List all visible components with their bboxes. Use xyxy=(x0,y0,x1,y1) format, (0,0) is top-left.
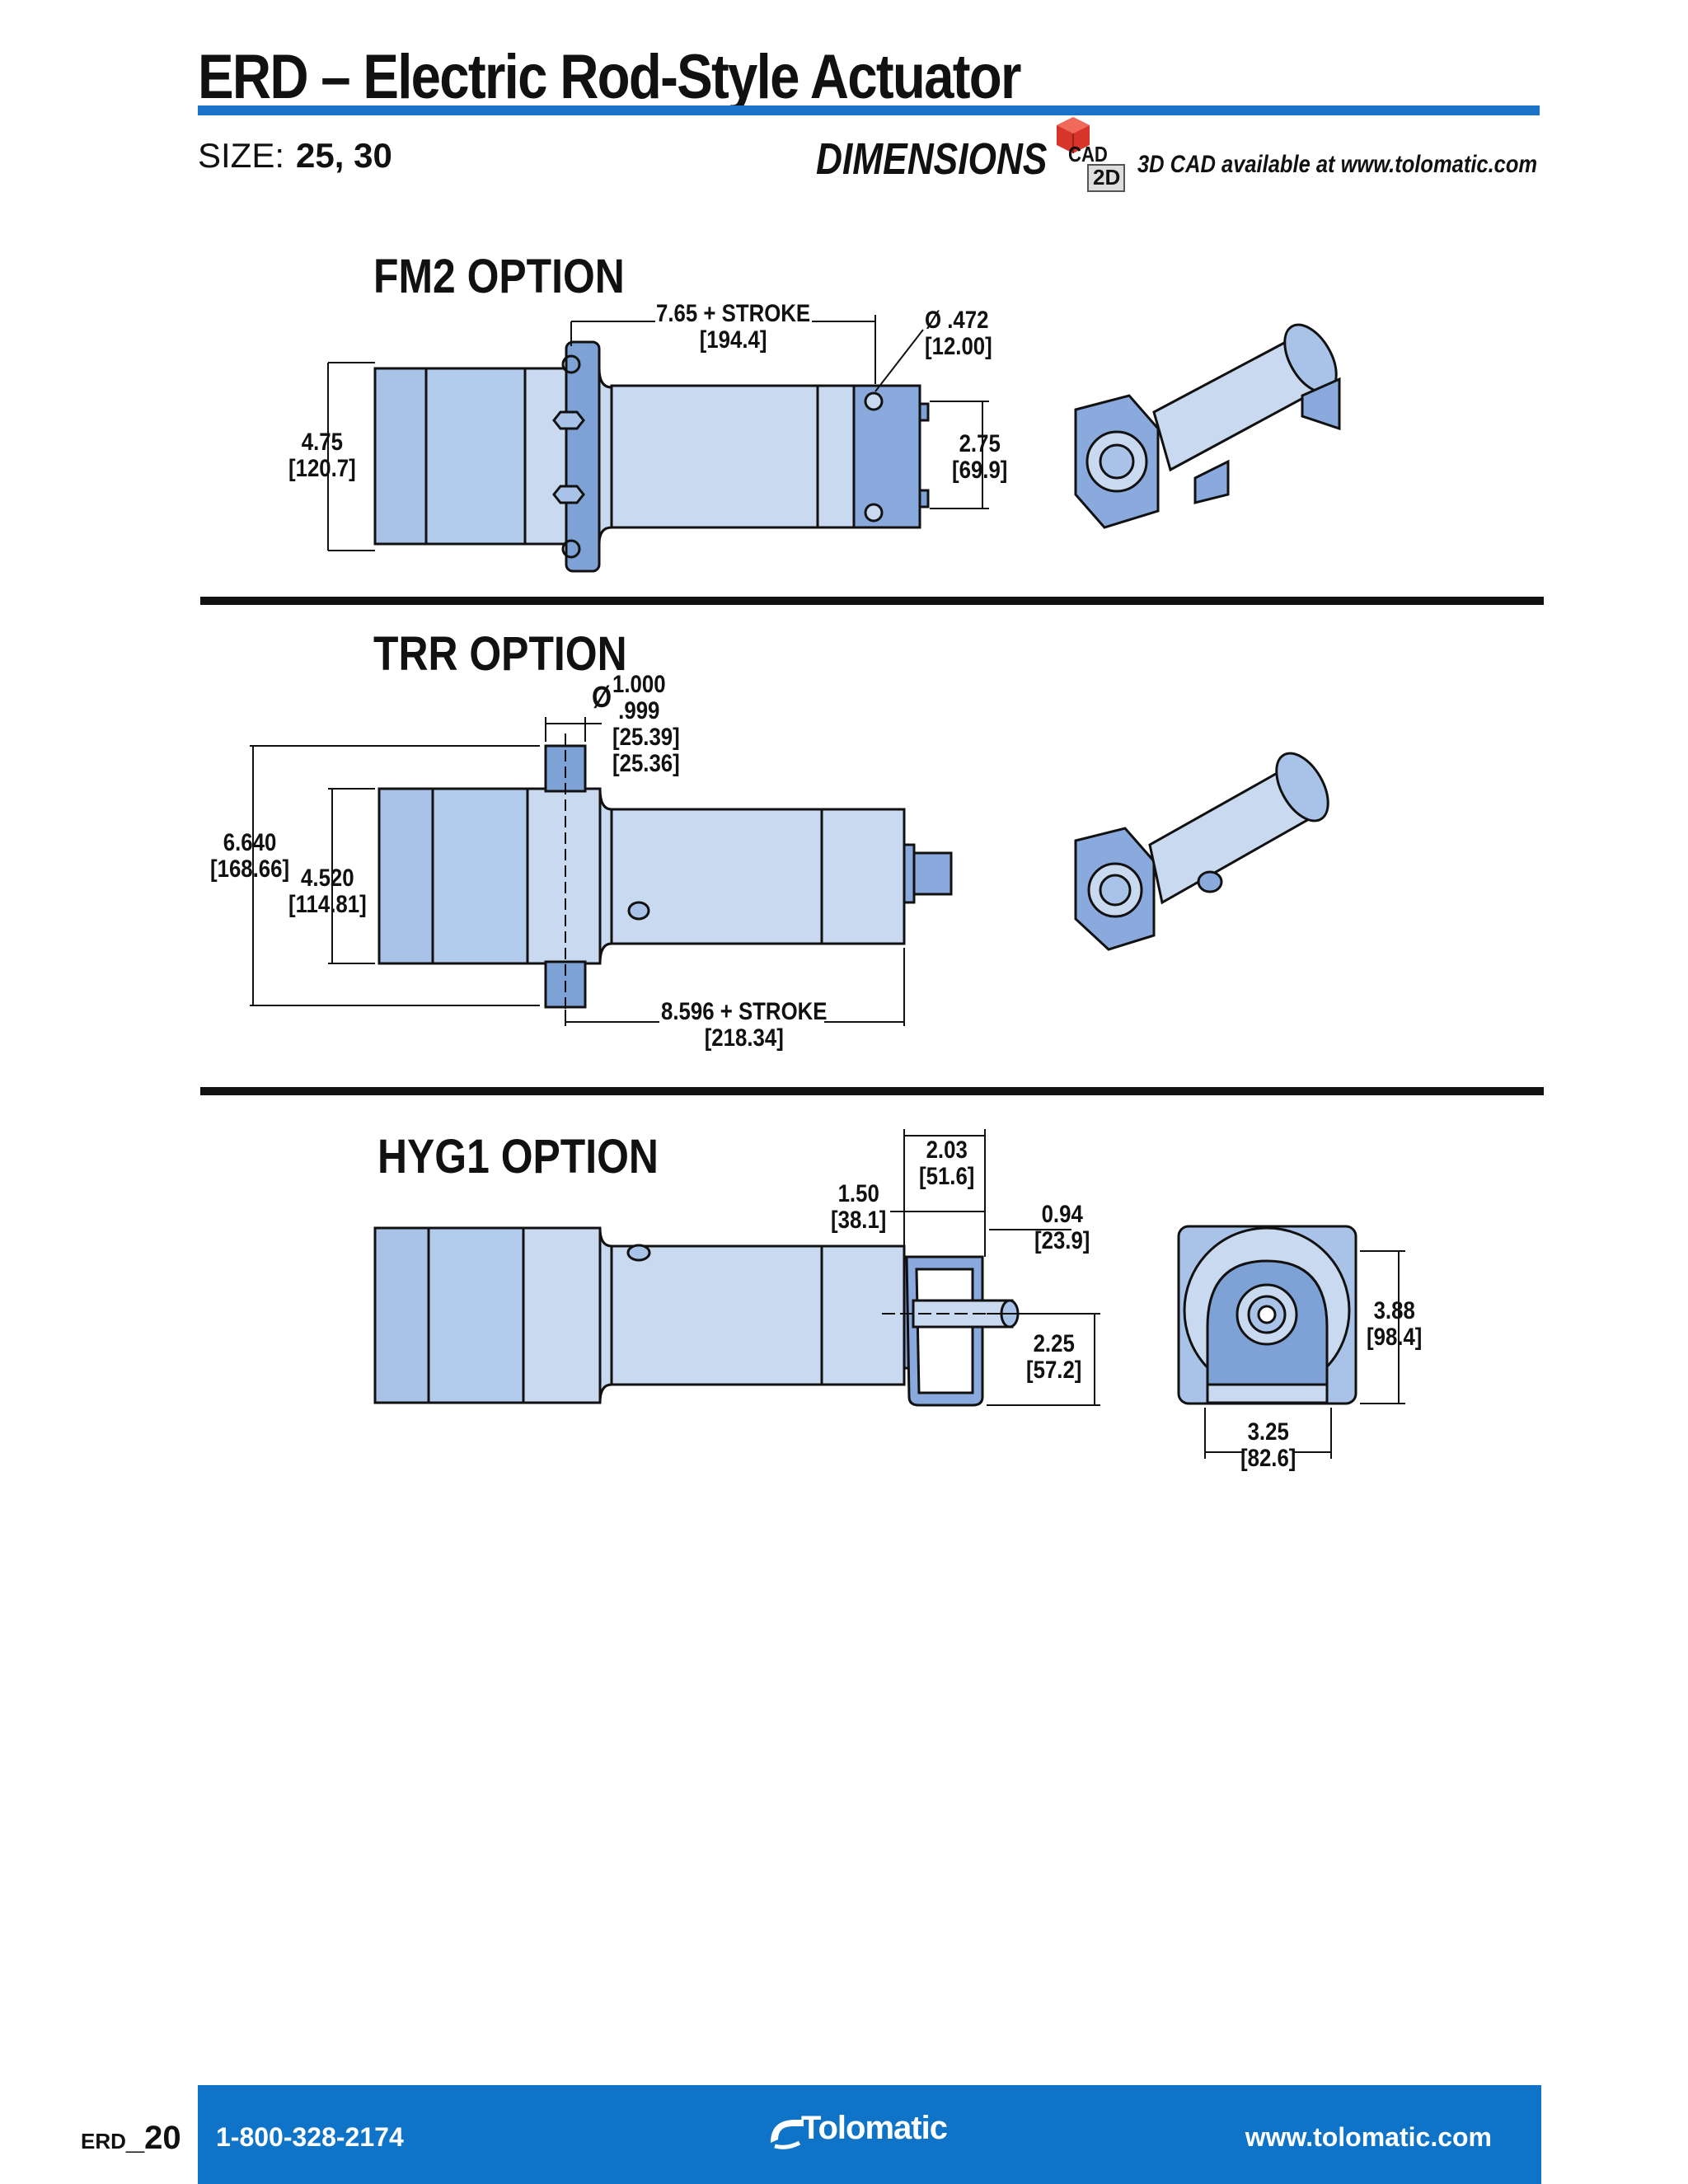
cad-note[interactable]: 3D CAD available at www.tolomatic.com xyxy=(1137,151,1538,178)
size-label: SIZE: xyxy=(198,136,285,175)
trr-body-dim: 4.520[114.81] xyxy=(288,865,367,918)
hyg1-dim-e: 3.88[98.4] xyxy=(1367,1297,1423,1351)
hyg1-title: HYG1 OPTION xyxy=(377,1130,659,1183)
cad-badge-2d: 2D xyxy=(1093,165,1121,190)
section-heading: DIMENSIONS xyxy=(816,134,1048,184)
size-line: SIZE: 25, 30 xyxy=(198,136,392,176)
cad-badge: CAD xyxy=(1068,142,1108,166)
section-divider-1 xyxy=(200,597,1544,605)
trr-trunnion-bottom xyxy=(544,960,587,1009)
hyg1-dim-a: 2.03[51.6] xyxy=(919,1137,975,1190)
footer-bar xyxy=(198,2085,1541,2184)
footer-website[interactable]: www.tolomatic.com xyxy=(1245,2122,1492,2152)
trr-title: TRR OPTION xyxy=(373,627,627,681)
title-rule xyxy=(198,105,1540,115)
trr-dia-symbol: Ø xyxy=(592,680,612,714)
page-number: ERD_20 xyxy=(81,2120,181,2156)
fm2-spacing-dim: 2.75[69.9] xyxy=(952,430,1008,484)
fm2-end-block xyxy=(852,384,921,529)
hyg1-dim-b: 1.50[38.1] xyxy=(831,1180,887,1234)
fm2-tube xyxy=(610,384,819,529)
footer-brand: Tolomatic xyxy=(801,2110,948,2146)
hyg1-dim-d: 2.25[57.2] xyxy=(1026,1330,1082,1384)
hyg1-dim-c: 0.94[23.9] xyxy=(1034,1201,1090,1254)
section-divider-2 xyxy=(200,1087,1544,1095)
fm2-flange xyxy=(565,340,601,573)
size-value: 25, 30 xyxy=(296,136,392,175)
hyg1-dim-f: 3.25[82.6] xyxy=(1240,1418,1296,1472)
fm2-stroke-dim: 7.65 + STROKE[194.4] xyxy=(656,300,811,354)
page-title: ERD – Electric Rod-Style Actuator xyxy=(198,42,1021,112)
fm2-title: FM2 OPTION xyxy=(373,250,625,303)
trr-trunnion-top xyxy=(544,744,587,793)
fm2-end-plate xyxy=(373,367,428,546)
footer-phone[interactable]: 1-800-328-2174 xyxy=(216,2122,404,2152)
fm2-height-dim: 4.75[120.7] xyxy=(288,429,356,482)
hyg1-end-view xyxy=(1177,1225,1357,1405)
trr-overall-dim: 6.640[168.66] xyxy=(210,829,290,883)
trr-dia-dim: 1.000 .999[25.39][25.36] xyxy=(612,671,680,777)
trr-stroke-dim: 8.596 + STROKE[218.34] xyxy=(661,998,828,1052)
fm2-hole-dim: Ø .472[12.00] xyxy=(925,307,992,360)
hyg1-clevis xyxy=(905,1255,984,1407)
